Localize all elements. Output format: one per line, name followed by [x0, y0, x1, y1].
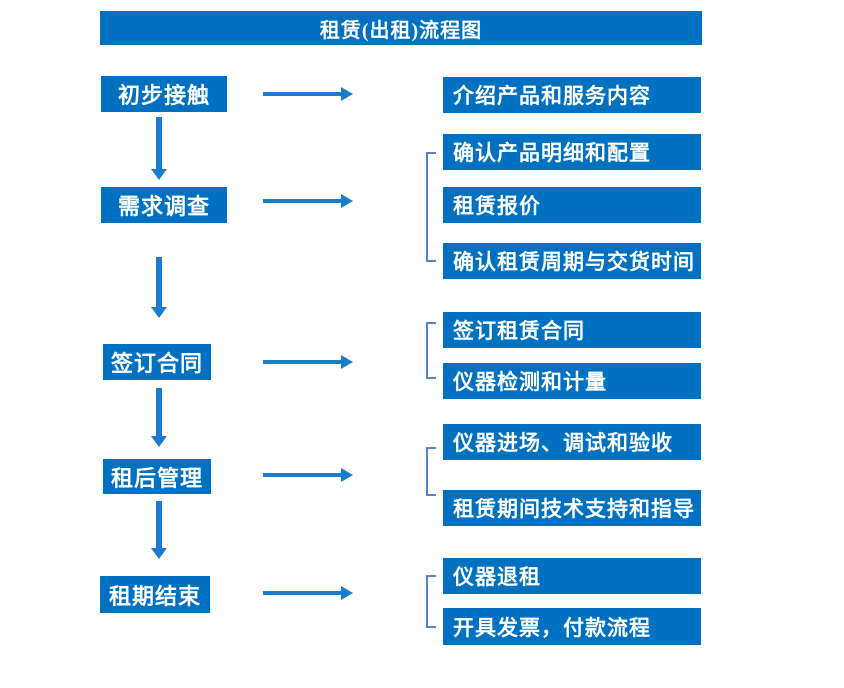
arrow-shaft — [156, 257, 162, 308]
arrow-right-4 — [263, 468, 353, 482]
detail-box-confirm-product-details: 确认产品明细和配置 — [443, 134, 701, 170]
arrow-head — [341, 468, 353, 482]
bracket-group-4 — [426, 447, 436, 496]
arrow-down-2 — [151, 257, 167, 318]
step-box-rental-end: 租期结束 — [100, 576, 210, 613]
arrow-right-1 — [263, 87, 353, 101]
step-box-demand-survey: 需求调查 — [101, 187, 227, 223]
detail-box-rental-quote: 租赁报价 — [443, 187, 701, 223]
diagram-title-bar: 租赁(出租)流程图 — [100, 11, 702, 45]
bracket-group-2 — [426, 152, 436, 262]
arrow-shaft — [156, 388, 162, 437]
arrow-head — [151, 307, 167, 318]
step-box-initial-contact: 初步接触 — [101, 76, 227, 112]
arrow-right-3 — [263, 355, 353, 369]
arrow-right-5 — [263, 586, 353, 600]
arrow-down-4 — [151, 501, 167, 559]
arrow-head — [341, 586, 353, 600]
arrow-shaft — [263, 591, 342, 595]
detail-box-invoice-payment: 开具发票，付款流程 — [443, 608, 701, 645]
arrow-head — [151, 436, 167, 447]
arrow-head — [151, 548, 167, 559]
arrow-down-3 — [151, 388, 167, 447]
step-box-sign-contract: 签订合同 — [103, 344, 211, 380]
detail-box-instrument-return: 仪器退租 — [443, 558, 701, 594]
detail-box-tech-support: 租赁期间技术支持和指导 — [443, 490, 701, 526]
detail-box-introduce-products: 介绍产品和服务内容 — [443, 77, 701, 113]
arrow-right-2 — [263, 194, 353, 208]
arrow-head — [341, 194, 353, 208]
detail-box-instrument-setup: 仪器进场、调试和验收 — [443, 424, 701, 460]
detail-box-confirm-rental-period: 确认租赁周期与交货时间 — [443, 243, 701, 279]
detail-box-instrument-testing: 仪器检测和计量 — [443, 363, 701, 399]
arrow-shaft — [263, 360, 342, 364]
step-box-post-rental-management: 租后管理 — [103, 459, 211, 494]
arrow-shaft — [263, 473, 342, 477]
arrow-head — [341, 87, 353, 101]
diagram-title: 租赁(出租)流程图 — [319, 19, 483, 42]
bracket-group-3 — [426, 322, 436, 379]
arrow-head — [151, 169, 167, 180]
arrow-head — [341, 355, 353, 369]
arrow-shaft — [263, 92, 342, 96]
bracket-group-5 — [426, 575, 436, 628]
arrow-shaft — [156, 501, 162, 549]
arrow-shaft — [263, 199, 342, 203]
arrow-shaft — [156, 117, 162, 170]
detail-box-sign-rental-contract: 签订租赁合同 — [443, 312, 701, 348]
arrow-down-1 — [151, 117, 167, 180]
